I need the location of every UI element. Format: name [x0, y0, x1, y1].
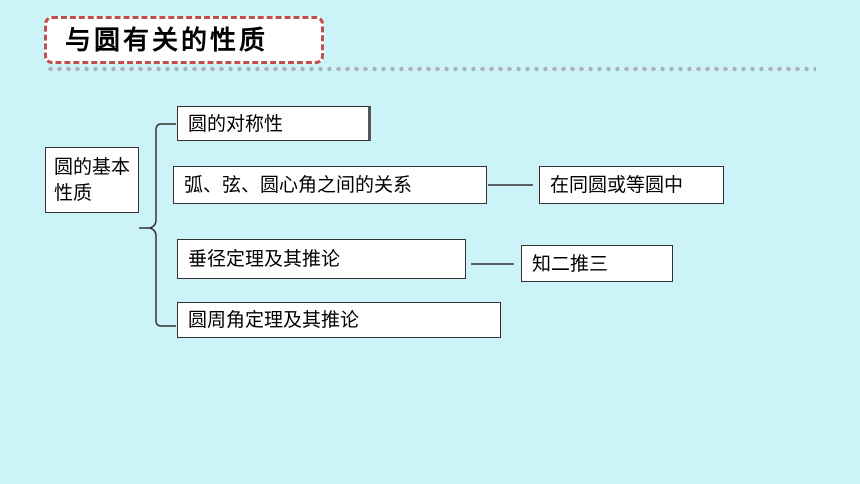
title-banner: 与圆有关的性质 — [44, 16, 324, 64]
branch-arc-chord-angle-label: 弧、弦、圆心角之间的关系 — [184, 174, 413, 196]
note-know-two-infer-three: 知二推三 — [521, 245, 673, 282]
branch-inscribed-angle: 圆周角定理及其推论 — [177, 302, 501, 338]
branch-symmetry-label: 圆的对称性 — [188, 112, 284, 135]
branch-perpendicular-diameter-label: 垂径定理及其推论 — [188, 248, 341, 270]
branch-perpendicular-diameter: 垂径定理及其推论 — [177, 239, 466, 279]
note-same-circle-label: 在同圆或等圆中 — [550, 174, 684, 196]
root-node: 圆的基本性质 — [45, 147, 139, 213]
brace-bracket — [147, 123, 176, 327]
branch-symmetry: 圆的对称性 — [177, 106, 371, 141]
note-same-circle: 在同圆或等圆中 — [539, 166, 724, 204]
dotted-divider — [46, 66, 816, 72]
root-node-label: 圆的基本性质 — [54, 156, 131, 204]
branch-arc-chord-angle: 弧、弦、圆心角之间的关系 — [173, 166, 487, 204]
note-know-two-infer-three-label: 知二推三 — [532, 252, 609, 275]
page-title: 与圆有关的性质 — [65, 26, 269, 56]
branch-inscribed-angle-label: 圆周角定理及其推论 — [188, 309, 360, 331]
